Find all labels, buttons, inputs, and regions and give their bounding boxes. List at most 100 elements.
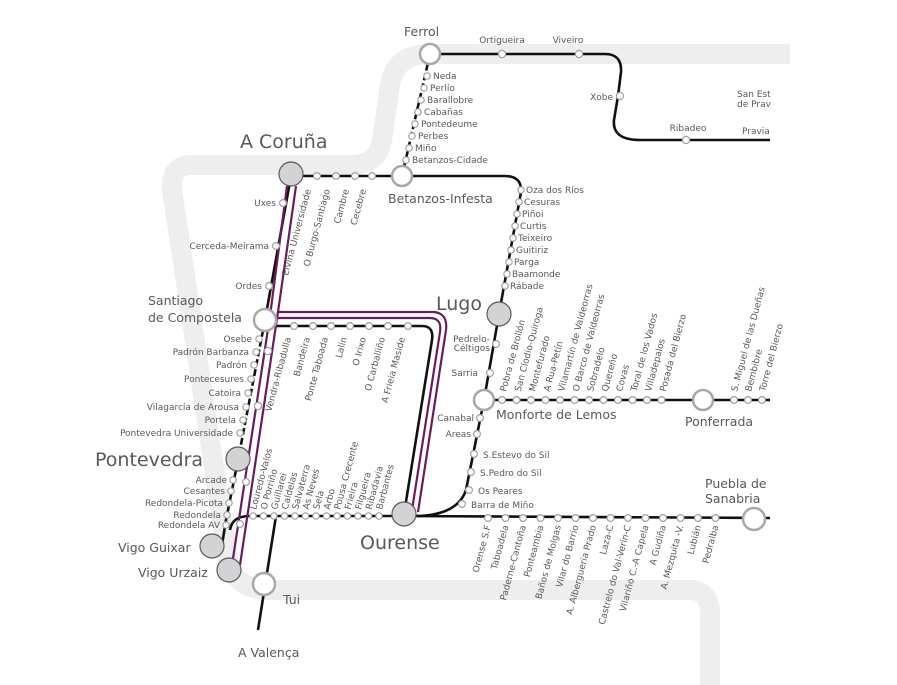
station-dot[interactable] — [312, 512, 320, 520]
station-dot[interactable] — [368, 172, 377, 181]
station-dot[interactable] — [517, 186, 525, 194]
station-dot[interactable] — [512, 396, 521, 405]
station-dot[interactable] — [313, 172, 322, 181]
station-dot[interactable] — [364, 512, 373, 520]
station-dot[interactable] — [615, 91, 625, 101]
station-dot[interactable] — [518, 513, 527, 522]
station-dot[interactable] — [322, 512, 331, 520]
station-dot[interactable] — [242, 403, 250, 411]
station-dot[interactable] — [223, 511, 231, 519]
station-dot[interactable] — [555, 396, 564, 405]
station-dot[interactable] — [515, 198, 523, 206]
station-dot[interactable] — [365, 322, 374, 331]
station-dot[interactable] — [613, 396, 622, 405]
station-dot[interactable] — [681, 135, 691, 145]
hub-ferrol[interactable] — [418, 42, 442, 66]
station-dot[interactable] — [227, 487, 235, 495]
station-dot[interactable] — [270, 512, 278, 520]
station-dot[interactable] — [729, 396, 738, 405]
station-dot[interactable] — [420, 84, 428, 92]
station-dot[interactable] — [333, 512, 341, 520]
station-dot[interactable] — [280, 512, 289, 520]
station-dot[interactable] — [606, 513, 615, 522]
station-dot[interactable] — [642, 396, 651, 405]
av-station-dot[interactable] — [242, 478, 251, 487]
station-dot[interactable] — [279, 199, 288, 208]
station-dot[interactable] — [384, 322, 393, 331]
station-dot[interactable] — [408, 132, 416, 140]
station-dot[interactable] — [343, 512, 352, 520]
station-dot[interactable] — [571, 513, 580, 522]
station-dot[interactable] — [255, 335, 263, 343]
station-dot[interactable] — [657, 396, 666, 405]
station-dot[interactable] — [346, 322, 355, 331]
station-dot[interactable] — [351, 172, 360, 181]
station-dot[interactable] — [290, 322, 299, 331]
hub-a-coruna[interactable] — [278, 161, 304, 187]
station-dot[interactable] — [229, 476, 237, 484]
station-dot[interactable] — [465, 486, 474, 495]
station-dot[interactable] — [309, 322, 318, 331]
station-dot[interactable] — [486, 369, 495, 378]
station-dot[interactable] — [239, 416, 247, 424]
station-dot[interactable] — [676, 513, 685, 522]
av-station-dot[interactable] — [263, 346, 273, 356]
station-dot[interactable] — [252, 348, 260, 356]
station-dot[interactable] — [405, 144, 413, 152]
station-dot[interactable] — [354, 512, 362, 520]
hub-puebla-sanabria[interactable] — [741, 506, 767, 532]
station-dot[interactable] — [641, 513, 650, 522]
hub-ourense[interactable] — [391, 501, 417, 527]
station-dot[interactable] — [225, 499, 233, 507]
station-dot[interactable] — [541, 396, 550, 405]
station-dot[interactable] — [658, 513, 667, 522]
station-dot[interactable] — [327, 322, 336, 331]
station-dot[interactable] — [404, 322, 413, 331]
station-dot[interactable] — [484, 513, 493, 522]
station-dot[interactable] — [743, 396, 752, 405]
station-dot[interactable] — [497, 49, 507, 59]
station-dot[interactable] — [458, 500, 467, 509]
hub-santiago[interactable] — [252, 307, 278, 333]
station-dot[interactable] — [570, 396, 579, 405]
station-dot[interactable] — [332, 172, 341, 181]
hub-ponferrada[interactable] — [691, 388, 715, 412]
station-dot[interactable] — [244, 389, 252, 397]
av-station-dot[interactable] — [236, 519, 245, 528]
hub-monforte[interactable] — [472, 388, 496, 412]
station-dot[interactable] — [503, 270, 511, 278]
station-dot[interactable] — [623, 513, 632, 522]
station-dot[interactable] — [259, 512, 268, 520]
station-dot[interactable] — [509, 234, 517, 242]
station-dot[interactable] — [628, 396, 637, 405]
station-dot[interactable] — [417, 96, 425, 104]
station-dot[interactable] — [498, 396, 507, 405]
station-dot[interactable] — [511, 222, 519, 230]
hub-lugo[interactable] — [486, 301, 512, 327]
hub-vigo-urzaiz[interactable] — [216, 557, 242, 583]
station-dot[interactable] — [584, 396, 593, 405]
station-dot[interactable] — [476, 414, 485, 423]
station-dot[interactable] — [423, 72, 431, 80]
station-dot[interactable] — [467, 468, 476, 477]
station-dot[interactable] — [588, 513, 597, 522]
station-dot[interactable] — [574, 49, 584, 59]
station-dot[interactable] — [222, 521, 230, 529]
station-dot[interactable] — [505, 258, 513, 266]
station-dot[interactable] — [473, 430, 482, 439]
station-dot[interactable] — [501, 282, 509, 290]
station-dot[interactable] — [265, 282, 274, 291]
station-dot[interactable] — [272, 242, 281, 251]
station-dot[interactable] — [291, 512, 299, 520]
hub-vigo-guixar[interactable] — [199, 533, 225, 559]
station-dot[interactable] — [693, 513, 702, 522]
station-dot[interactable] — [414, 108, 422, 116]
station-dot[interactable] — [492, 340, 501, 349]
hub-tui[interactable] — [251, 571, 277, 597]
station-dot[interactable] — [250, 361, 258, 369]
station-dot[interactable] — [247, 375, 255, 383]
station-dot[interactable] — [757, 396, 766, 405]
station-dot[interactable] — [536, 513, 545, 522]
station-dot[interactable] — [599, 396, 608, 405]
station-dot[interactable] — [501, 513, 510, 522]
